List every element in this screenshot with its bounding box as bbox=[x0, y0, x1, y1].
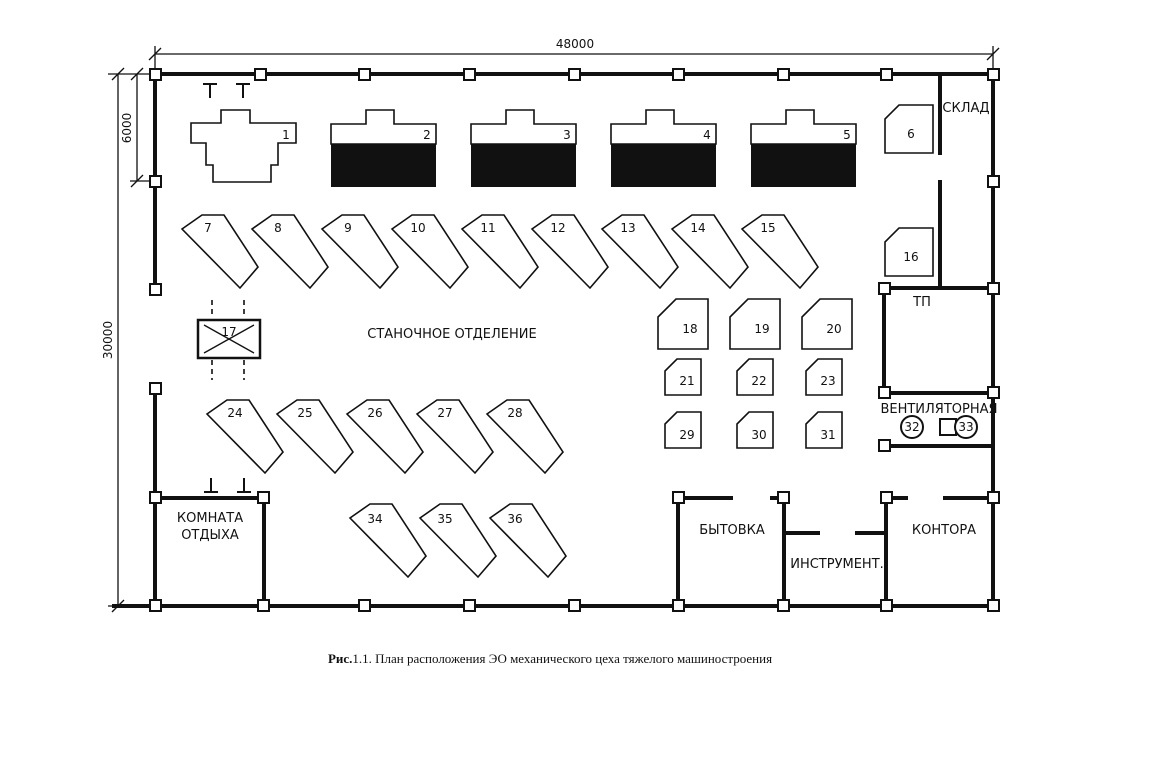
crane-markers bbox=[203, 83, 251, 493]
svg-text:6: 6 bbox=[907, 127, 915, 141]
svg-text:15: 15 bbox=[760, 221, 775, 235]
svg-text:23: 23 bbox=[820, 374, 835, 388]
svg-text:21: 21 bbox=[679, 374, 694, 388]
room-rest-label-2: ОТДЫХА bbox=[181, 528, 239, 543]
machine-4: 4 bbox=[610, 109, 717, 187]
svg-text:27: 27 bbox=[437, 406, 452, 420]
svg-text:12: 12 bbox=[550, 221, 565, 235]
svg-text:9: 9 bbox=[344, 221, 352, 235]
svg-text:18: 18 bbox=[682, 322, 697, 336]
machine-36: 36 bbox=[488, 503, 567, 579]
machine-27: 27 bbox=[415, 399, 494, 475]
machine-17: 17 bbox=[196, 300, 262, 380]
svg-text:17: 17 bbox=[221, 325, 236, 339]
svg-text:31: 31 bbox=[820, 428, 835, 442]
machine-2: 2 bbox=[330, 109, 437, 187]
machine-29: 29 bbox=[664, 411, 702, 449]
svg-text:1: 1 bbox=[282, 128, 290, 142]
room-substation-label: ТП bbox=[912, 295, 931, 310]
dimension-height: 30000 bbox=[101, 321, 115, 359]
machine-28: 28 bbox=[485, 399, 564, 475]
svg-text:20: 20 bbox=[826, 322, 841, 336]
room-ventilation-label: ВЕНТИЛЯТОРНАЯ bbox=[880, 402, 997, 417]
svg-text:36: 36 bbox=[507, 512, 522, 526]
svg-text:22: 22 bbox=[751, 374, 766, 388]
machine-6: 6 bbox=[884, 104, 934, 154]
room-main-label: СТАНОЧНОЕ ОТДЕЛЕНИЕ bbox=[367, 327, 536, 342]
svg-text:7: 7 bbox=[204, 221, 212, 235]
svg-text:4: 4 bbox=[703, 128, 711, 142]
machine-7: 7 bbox=[180, 214, 259, 290]
svg-text:33: 33 bbox=[958, 420, 973, 434]
machine-19: 19 bbox=[729, 298, 781, 350]
machine-9: 9 bbox=[320, 214, 399, 290]
svg-text:32: 32 bbox=[904, 420, 919, 434]
svg-text:3: 3 bbox=[563, 128, 571, 142]
room-rest-label-1: КОМНАТА bbox=[177, 511, 243, 526]
machine-21: 21 bbox=[664, 358, 702, 396]
svg-text:25: 25 bbox=[297, 406, 312, 420]
dimension-width: 48000 bbox=[556, 37, 594, 51]
svg-text:14: 14 bbox=[690, 221, 705, 235]
svg-text:35: 35 bbox=[437, 512, 452, 526]
machine-11: 11 bbox=[460, 214, 539, 290]
machine-10: 10 bbox=[390, 214, 469, 290]
machine-20: 20 bbox=[801, 298, 853, 350]
room-warehouse-label: СКЛАД bbox=[942, 101, 989, 116]
svg-text:24: 24 bbox=[227, 406, 242, 420]
machine-35: 35 bbox=[418, 503, 497, 579]
svg-text:2: 2 bbox=[423, 128, 431, 142]
machine-16: 16 bbox=[884, 227, 934, 277]
svg-text:29: 29 bbox=[679, 428, 694, 442]
room-office-label: КОНТОРА bbox=[912, 523, 976, 538]
svg-text:30: 30 bbox=[751, 428, 766, 442]
figure-caption: Рис.1.1. План расположения ЭО механическ… bbox=[328, 651, 772, 666]
svg-text:13: 13 bbox=[620, 221, 635, 235]
machine-5: 5 bbox=[750, 109, 857, 187]
machine-24: 24 bbox=[205, 399, 284, 475]
machine-3: 3 bbox=[470, 109, 577, 187]
machine-22: 22 bbox=[736, 358, 774, 396]
svg-text:11: 11 bbox=[480, 221, 495, 235]
svg-text:34: 34 bbox=[367, 512, 382, 526]
machine-25: 25 bbox=[275, 399, 354, 475]
svg-text:28: 28 bbox=[507, 406, 522, 420]
machine-1: 1 bbox=[190, 109, 297, 183]
machine-14: 14 bbox=[670, 214, 749, 290]
machine-31: 31 bbox=[805, 411, 843, 449]
machine-26: 26 bbox=[345, 399, 424, 475]
machine-30: 30 bbox=[736, 411, 774, 449]
svg-text:8: 8 bbox=[274, 221, 282, 235]
machine-34: 34 bbox=[348, 503, 427, 579]
svg-text:5: 5 bbox=[843, 128, 851, 142]
machine-15: 15 bbox=[740, 214, 819, 290]
dimension-bay: 6000 bbox=[120, 113, 134, 144]
machine-12: 12 bbox=[530, 214, 609, 290]
svg-text:26: 26 bbox=[367, 406, 382, 420]
room-locker-label: БЫТОВКА bbox=[699, 523, 765, 538]
svg-text:10: 10 bbox=[410, 221, 425, 235]
machine-8: 8 bbox=[250, 214, 329, 290]
fan-32: 32 bbox=[900, 415, 924, 439]
columns bbox=[149, 68, 1000, 612]
machine-13: 13 bbox=[600, 214, 679, 290]
machine-18: 18 bbox=[657, 298, 709, 350]
room-labels: СТАНОЧНОЕ ОТДЕЛЕНИЕ СКЛАД ТП ВЕНТИЛЯТОРН… bbox=[177, 101, 998, 572]
fan-33: 33 bbox=[939, 415, 978, 439]
svg-text:16: 16 bbox=[903, 250, 918, 264]
machine-23: 23 bbox=[805, 358, 843, 396]
svg-text:19: 19 bbox=[754, 322, 769, 336]
room-tool-label: ИНСТРУМЕНТ. bbox=[790, 557, 884, 572]
